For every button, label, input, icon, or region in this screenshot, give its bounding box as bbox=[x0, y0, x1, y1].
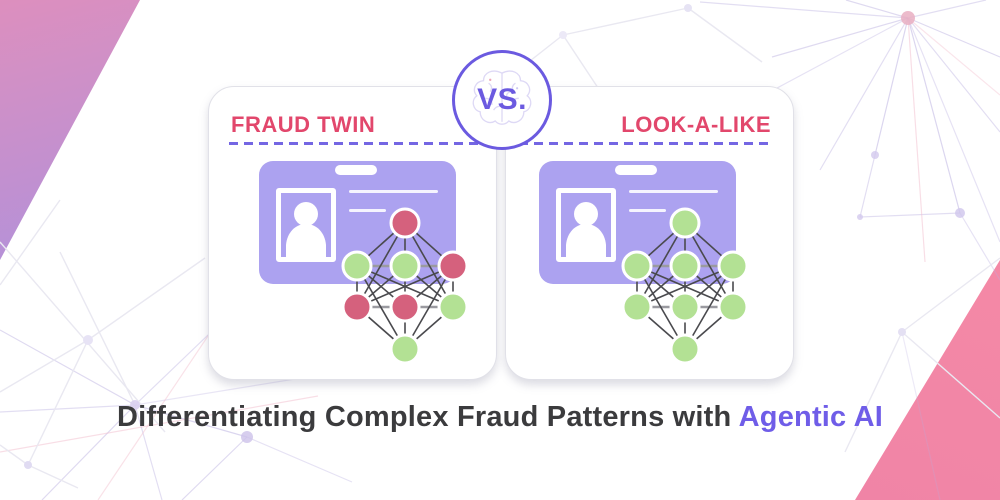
constellation-line bbox=[819, 17, 909, 171]
dashed-divider bbox=[229, 142, 483, 145]
constellation-line bbox=[844, 331, 903, 453]
network-node-fraud bbox=[389, 291, 421, 323]
constellation-line bbox=[907, 17, 1000, 58]
network-node-normal bbox=[669, 291, 701, 323]
caption-text: Differentiating Complex Fraud Patterns w… bbox=[117, 401, 739, 433]
id-photo-frame bbox=[276, 188, 336, 262]
constellation-line bbox=[0, 329, 136, 406]
constellation-line bbox=[699, 1, 909, 19]
id-text-line bbox=[349, 190, 438, 193]
constellation-line bbox=[859, 212, 961, 218]
network-node-normal bbox=[669, 333, 701, 365]
id-badge-clip bbox=[615, 165, 657, 175]
network-node-normal bbox=[621, 291, 653, 323]
network-edge bbox=[356, 306, 406, 350]
card-title-look-a-like: LOOK-A-LIKE bbox=[621, 112, 771, 137]
id-photo-frame bbox=[556, 188, 616, 262]
network-node-normal bbox=[717, 291, 749, 323]
constellation-node bbox=[24, 461, 32, 469]
id-text-line bbox=[629, 209, 666, 212]
constellation-line bbox=[0, 339, 89, 393]
constellation-line bbox=[59, 251, 136, 406]
constellation-node bbox=[955, 208, 965, 218]
constellation-line bbox=[907, 0, 987, 19]
constellation-line bbox=[181, 436, 248, 500]
constellation-line bbox=[874, 17, 909, 156]
constellation-line bbox=[907, 17, 1000, 96]
constellation-line bbox=[959, 212, 1000, 281]
constellation-line bbox=[0, 199, 61, 286]
caption-highlight: Agentic AI bbox=[738, 401, 883, 433]
dashed-divider bbox=[519, 142, 773, 145]
network-node-fraud bbox=[341, 291, 373, 323]
caption: Differentiating Complex Fraud Patterns w… bbox=[0, 401, 1000, 434]
constellation-node bbox=[684, 4, 692, 12]
constellation-node bbox=[559, 31, 567, 39]
id-text-line bbox=[349, 209, 386, 212]
network-edge bbox=[404, 306, 454, 350]
id-text-line bbox=[629, 190, 718, 193]
id-badge-card bbox=[539, 161, 736, 284]
person-silhouette-icon bbox=[566, 202, 606, 257]
id-badge-card bbox=[259, 161, 456, 284]
constellation-line bbox=[0, 444, 29, 466]
constellation-line bbox=[27, 464, 79, 489]
constellation-line bbox=[907, 17, 926, 263]
comparison-card-fraud-twin: FRAUD TWIN bbox=[208, 86, 497, 380]
constellation-line bbox=[687, 7, 763, 63]
constellation-node bbox=[898, 328, 906, 336]
constellation-line bbox=[907, 17, 1000, 243]
person-silhouette-icon bbox=[286, 202, 326, 257]
constellation-node bbox=[901, 11, 915, 25]
constellation-line bbox=[901, 257, 1000, 333]
constellation-node bbox=[857, 214, 863, 220]
comparison-card-look-a-like: LOOK-A-LIKE bbox=[505, 86, 794, 380]
vs-label: VS. bbox=[477, 83, 527, 116]
vs-badge: VS. bbox=[452, 50, 552, 150]
network-edge bbox=[636, 306, 686, 350]
network-node-normal bbox=[437, 291, 469, 323]
constellation-node bbox=[83, 335, 93, 345]
id-badge-clip bbox=[335, 165, 377, 175]
constellation-line bbox=[771, 17, 909, 58]
constellation-line bbox=[562, 7, 689, 36]
network-node-normal bbox=[389, 333, 421, 365]
constellation-node bbox=[871, 151, 879, 159]
constellation-line bbox=[845, 0, 909, 19]
network-edge bbox=[684, 306, 734, 350]
constellation-line bbox=[246, 436, 353, 483]
constellation-line bbox=[87, 257, 206, 341]
constellation-line bbox=[907, 17, 961, 214]
constellation-line bbox=[907, 17, 1000, 133]
card-title-fraud-twin: FRAUD TWIN bbox=[231, 112, 376, 137]
constellation-line bbox=[859, 154, 876, 218]
